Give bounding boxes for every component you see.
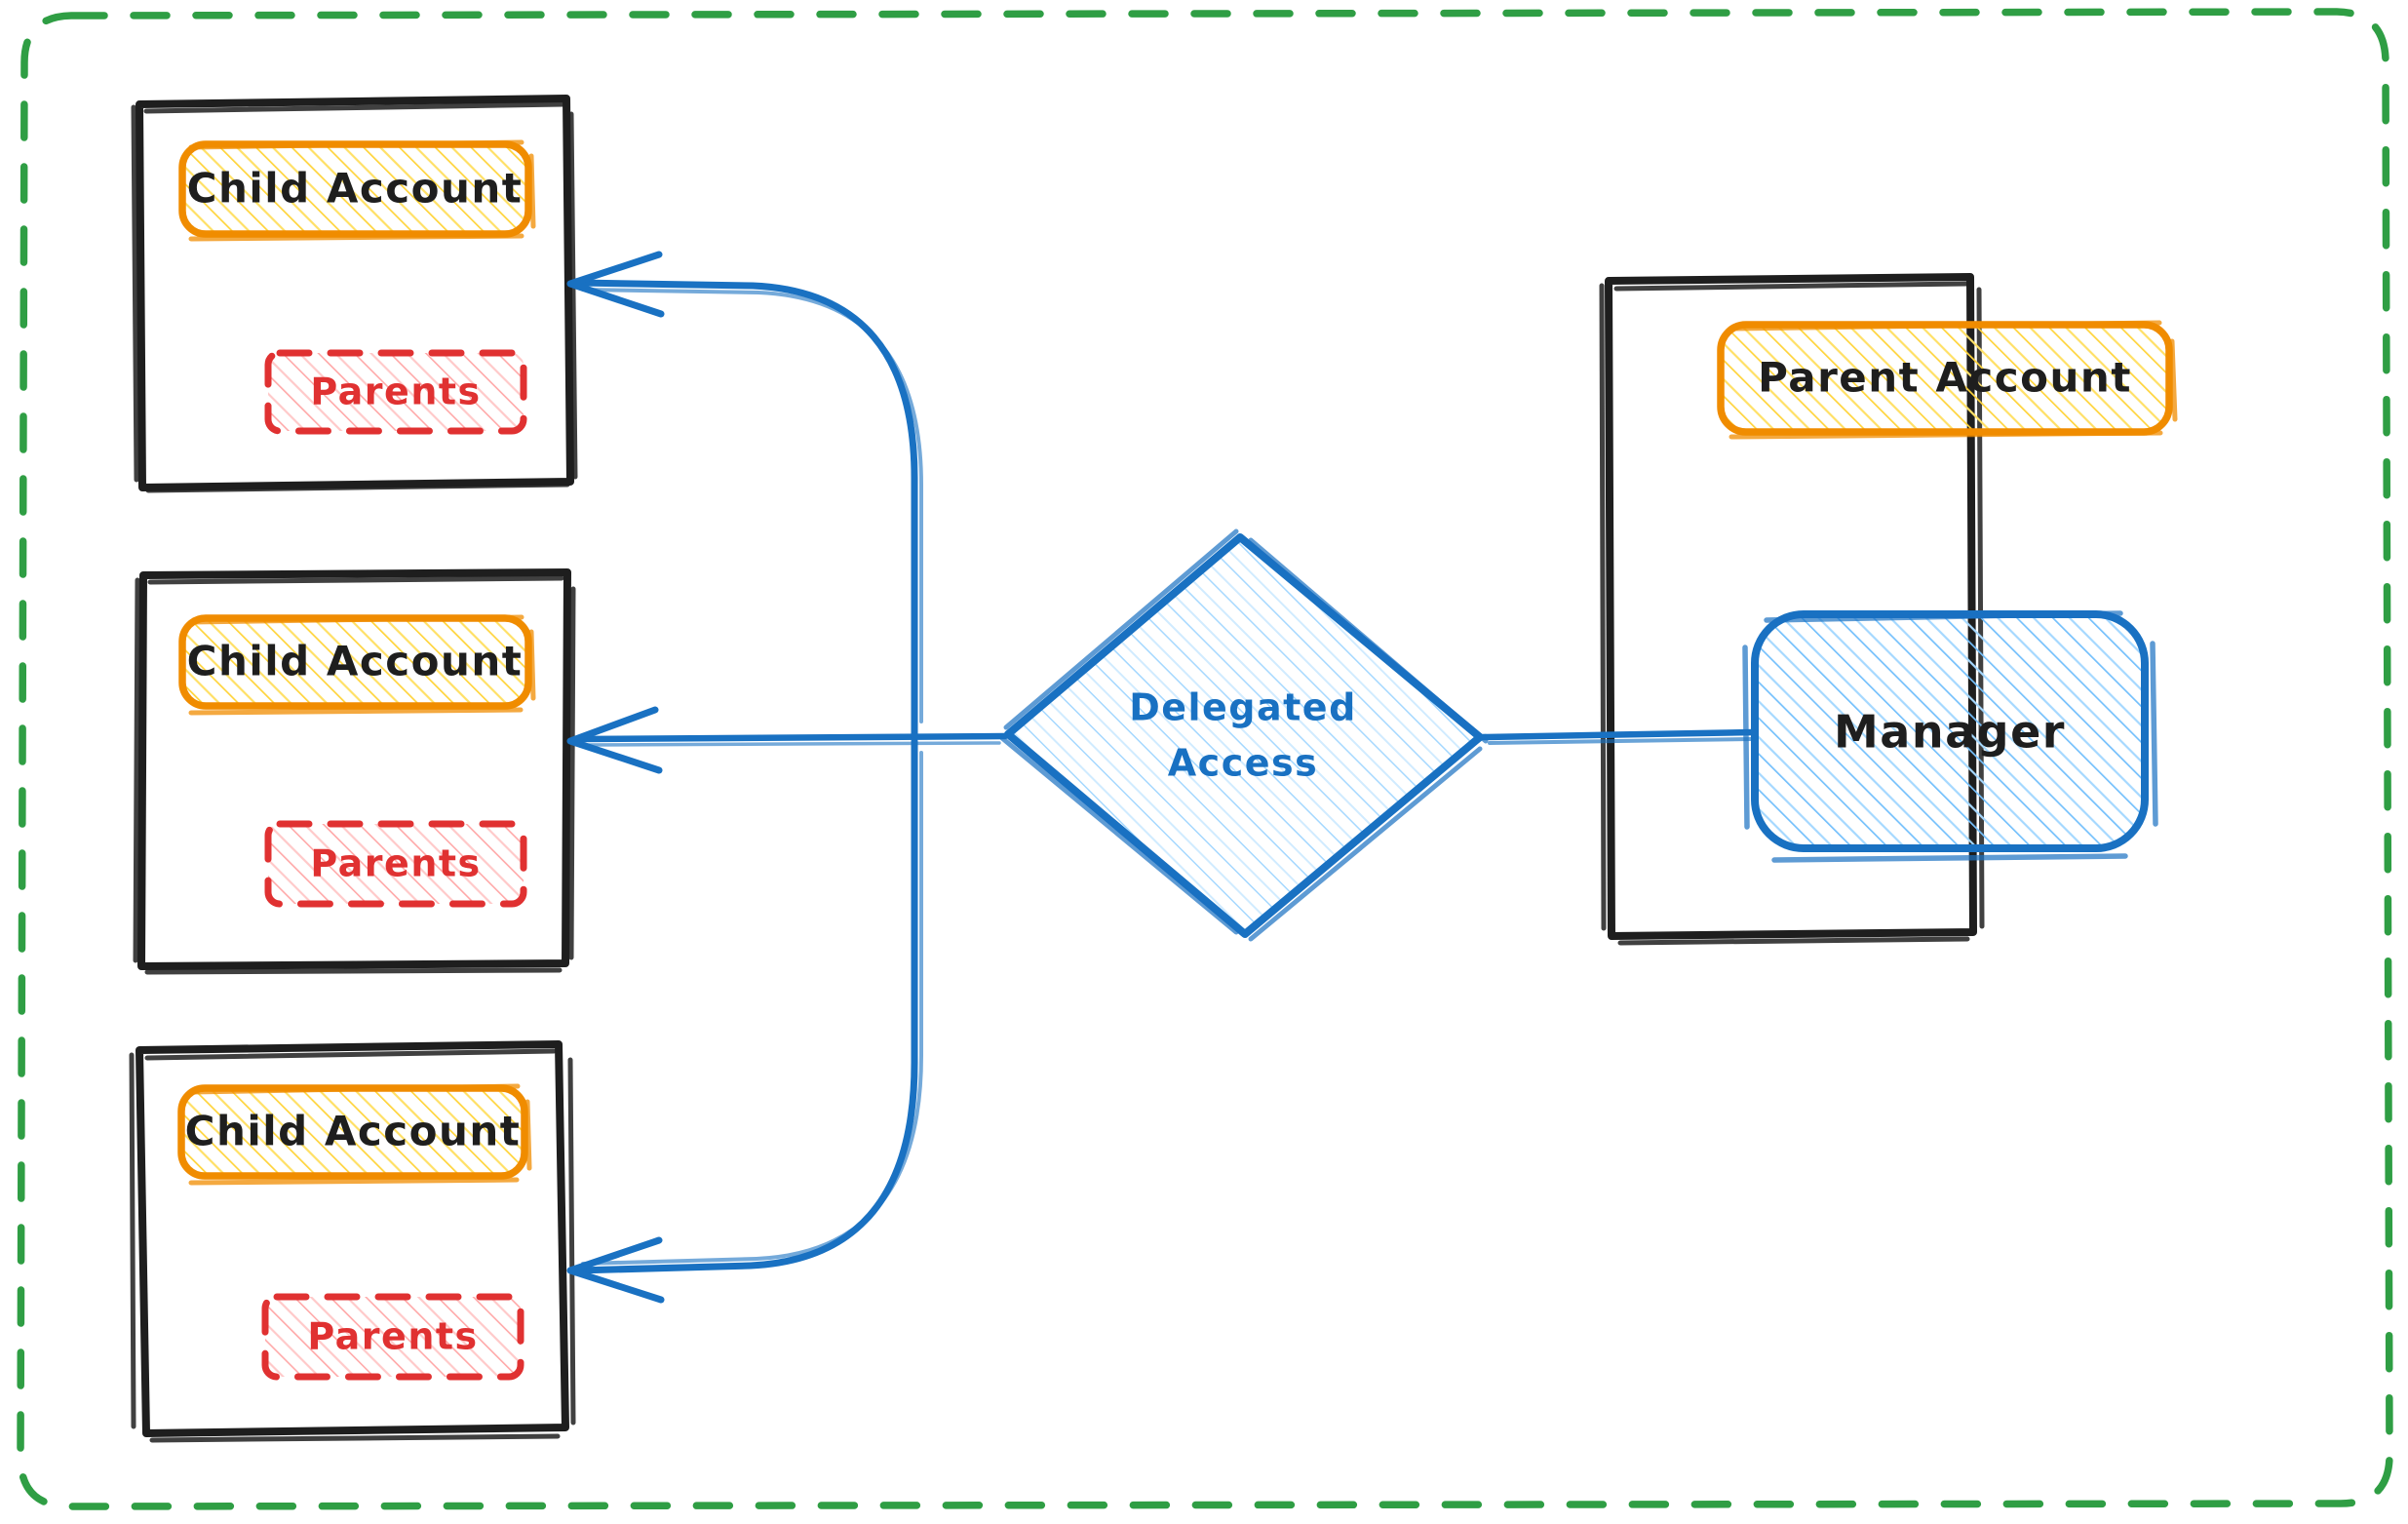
child-account-label-1: Child Account [187, 165, 524, 213]
outer-boundary [17, 8, 2393, 1510]
parents-chip-3[interactable]: Parents [261, 1293, 524, 1381]
manager-label: Manager [1834, 706, 2066, 759]
child-container-3[interactable]: Child Account Parents [129, 1040, 576, 1443]
child-account-label-3: Child Account [185, 1108, 522, 1155]
child-account-chip-1[interactable]: Child Account [178, 139, 536, 242]
child-container-1[interactable]: Child Account Parents [131, 95, 578, 493]
delegated-access-diamond[interactable]: Delegated Access [999, 528, 1489, 942]
child-account-label-2: Child Account [187, 638, 524, 685]
connector-diamond-to-child-1 [566, 251, 924, 740]
parents-chip-1[interactable]: Parents [264, 349, 527, 435]
delegated-access-label-line1: Delegated [1129, 686, 1357, 729]
parent-container[interactable]: Parent Account Manager [1599, 273, 2178, 946]
delegated-access-label-line2: Access [1168, 742, 1318, 785]
parent-account-chip[interactable]: Parent Account [1717, 320, 2178, 440]
connector-diamond-to-child-2 [566, 706, 1009, 774]
parent-account-label: Parent Account [1758, 354, 2132, 402]
parents-label-1: Parents [310, 371, 481, 413]
child-container-2[interactable]: Child Account Parents [133, 568, 576, 975]
parents-label-3: Parents [307, 1315, 478, 1358]
parents-label-2: Parents [310, 842, 481, 885]
manager-chip[interactable]: Manager [1742, 610, 2158, 863]
child-account-chip-2[interactable]: Child Account [178, 614, 536, 716]
parents-chip-2[interactable]: Parents [264, 820, 527, 908]
connector-diamond-to-child-3 [566, 737, 924, 1304]
child-account-chip-3[interactable]: Child Account [177, 1083, 532, 1186]
connector-manager-to-diamond [1479, 728, 1758, 745]
